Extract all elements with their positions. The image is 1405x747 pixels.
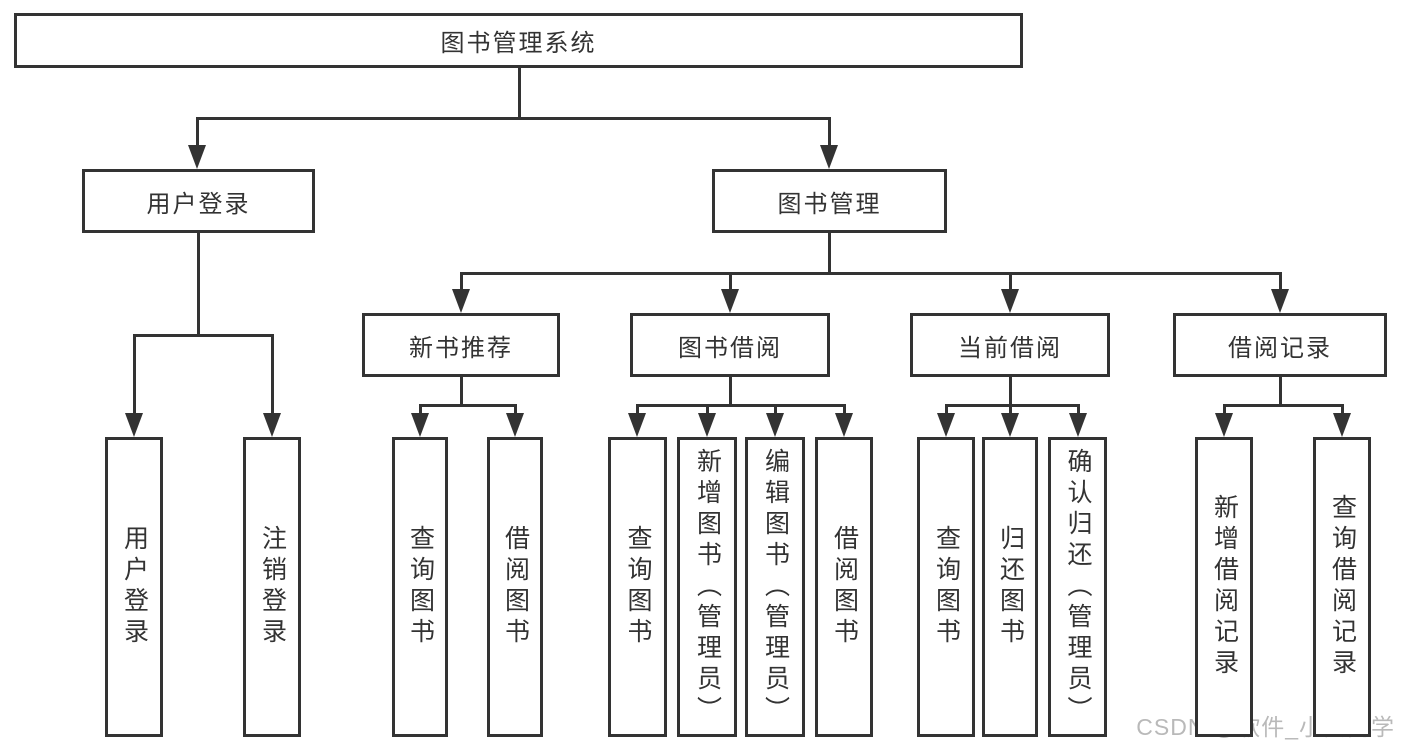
connector-line — [1008, 273, 1012, 295]
arrowhead-icon — [1333, 413, 1351, 437]
node-book-borrowing: 图书借阅 — [630, 313, 830, 377]
node-borrow-books-1: 借阅图书 — [487, 437, 543, 737]
connector-line — [827, 233, 831, 273]
arrowhead-icon — [1215, 413, 1233, 437]
connector-line — [270, 335, 274, 419]
connector-line — [418, 403, 517, 407]
connector-line — [773, 405, 777, 419]
connector-line — [132, 335, 136, 419]
arrowhead-icon — [506, 413, 524, 437]
arrowhead-icon — [263, 413, 281, 437]
arrowhead-icon — [835, 413, 853, 437]
node-query-books-2: 查询图书 — [608, 437, 667, 737]
connector-line — [459, 273, 463, 295]
arrowhead-icon — [452, 289, 470, 313]
arrowhead-icon — [937, 413, 955, 437]
node-query-borrow-record: 查询借阅记录 — [1313, 437, 1371, 737]
node-current-borrowing: 当前借阅 — [910, 313, 1110, 377]
connector-line — [827, 118, 831, 151]
node-new-book-recommend: 新书推荐 — [362, 313, 560, 377]
arrowhead-icon — [820, 145, 838, 169]
arrowhead-icon — [1069, 413, 1087, 437]
connector-line — [459, 271, 1282, 275]
connector-line — [1278, 273, 1282, 295]
node-system: 图书管理系统 — [14, 13, 1023, 68]
node-borrow-records: 借阅记录 — [1173, 313, 1387, 377]
connector-line — [1076, 405, 1080, 419]
arrowhead-icon — [628, 413, 646, 437]
node-user-login: 用户登录 — [82, 169, 315, 233]
node-add-book-admin: 新增图书（管理员） — [677, 437, 737, 737]
connector-line — [132, 333, 274, 337]
connector-line — [1222, 405, 1226, 419]
connector-line — [196, 233, 200, 335]
connector-line — [728, 273, 732, 295]
connector-line — [944, 403, 1080, 407]
connector-line — [944, 405, 948, 419]
connector-line — [418, 405, 422, 419]
arrowhead-icon — [1001, 413, 1019, 437]
connector-line — [1222, 403, 1344, 407]
connector-line — [1340, 405, 1344, 419]
node-borrow-books-2: 借阅图书 — [815, 437, 873, 737]
node-book-management: 图书管理 — [712, 169, 947, 233]
arrowhead-icon — [411, 413, 429, 437]
connector-line — [195, 118, 199, 151]
node-login: 用户登录 — [105, 437, 163, 737]
arrowhead-icon — [698, 413, 716, 437]
connector-line — [842, 405, 846, 419]
connector-line — [635, 405, 639, 419]
connector-line — [1008, 377, 1012, 405]
connector-line — [635, 403, 846, 407]
node-confirm-return-admin: 确认归还（管理员） — [1048, 437, 1107, 737]
node-add-borrow-record: 新增借阅记录 — [1195, 437, 1253, 737]
connector-line — [1008, 405, 1012, 419]
connector-line — [195, 116, 831, 120]
node-return-books: 归还图书 — [982, 437, 1038, 737]
connector-line — [728, 377, 732, 405]
node-query-books-3: 查询图书 — [917, 437, 975, 737]
node-logout: 注销登录 — [243, 437, 301, 737]
arrowhead-icon — [766, 413, 784, 437]
connector-line — [459, 377, 463, 405]
arrowhead-icon — [125, 413, 143, 437]
arrowhead-icon — [1271, 289, 1289, 313]
arrowhead-icon — [188, 145, 206, 169]
connector-line — [1278, 377, 1282, 405]
connector-line — [517, 68, 521, 118]
arrowhead-icon — [721, 289, 739, 313]
node-edit-book-admin: 编辑图书（管理员） — [745, 437, 805, 737]
arrowhead-icon — [1001, 289, 1019, 313]
connector-line — [513, 405, 517, 419]
node-query-books-1: 查询图书 — [392, 437, 448, 737]
connector-line — [705, 405, 709, 419]
